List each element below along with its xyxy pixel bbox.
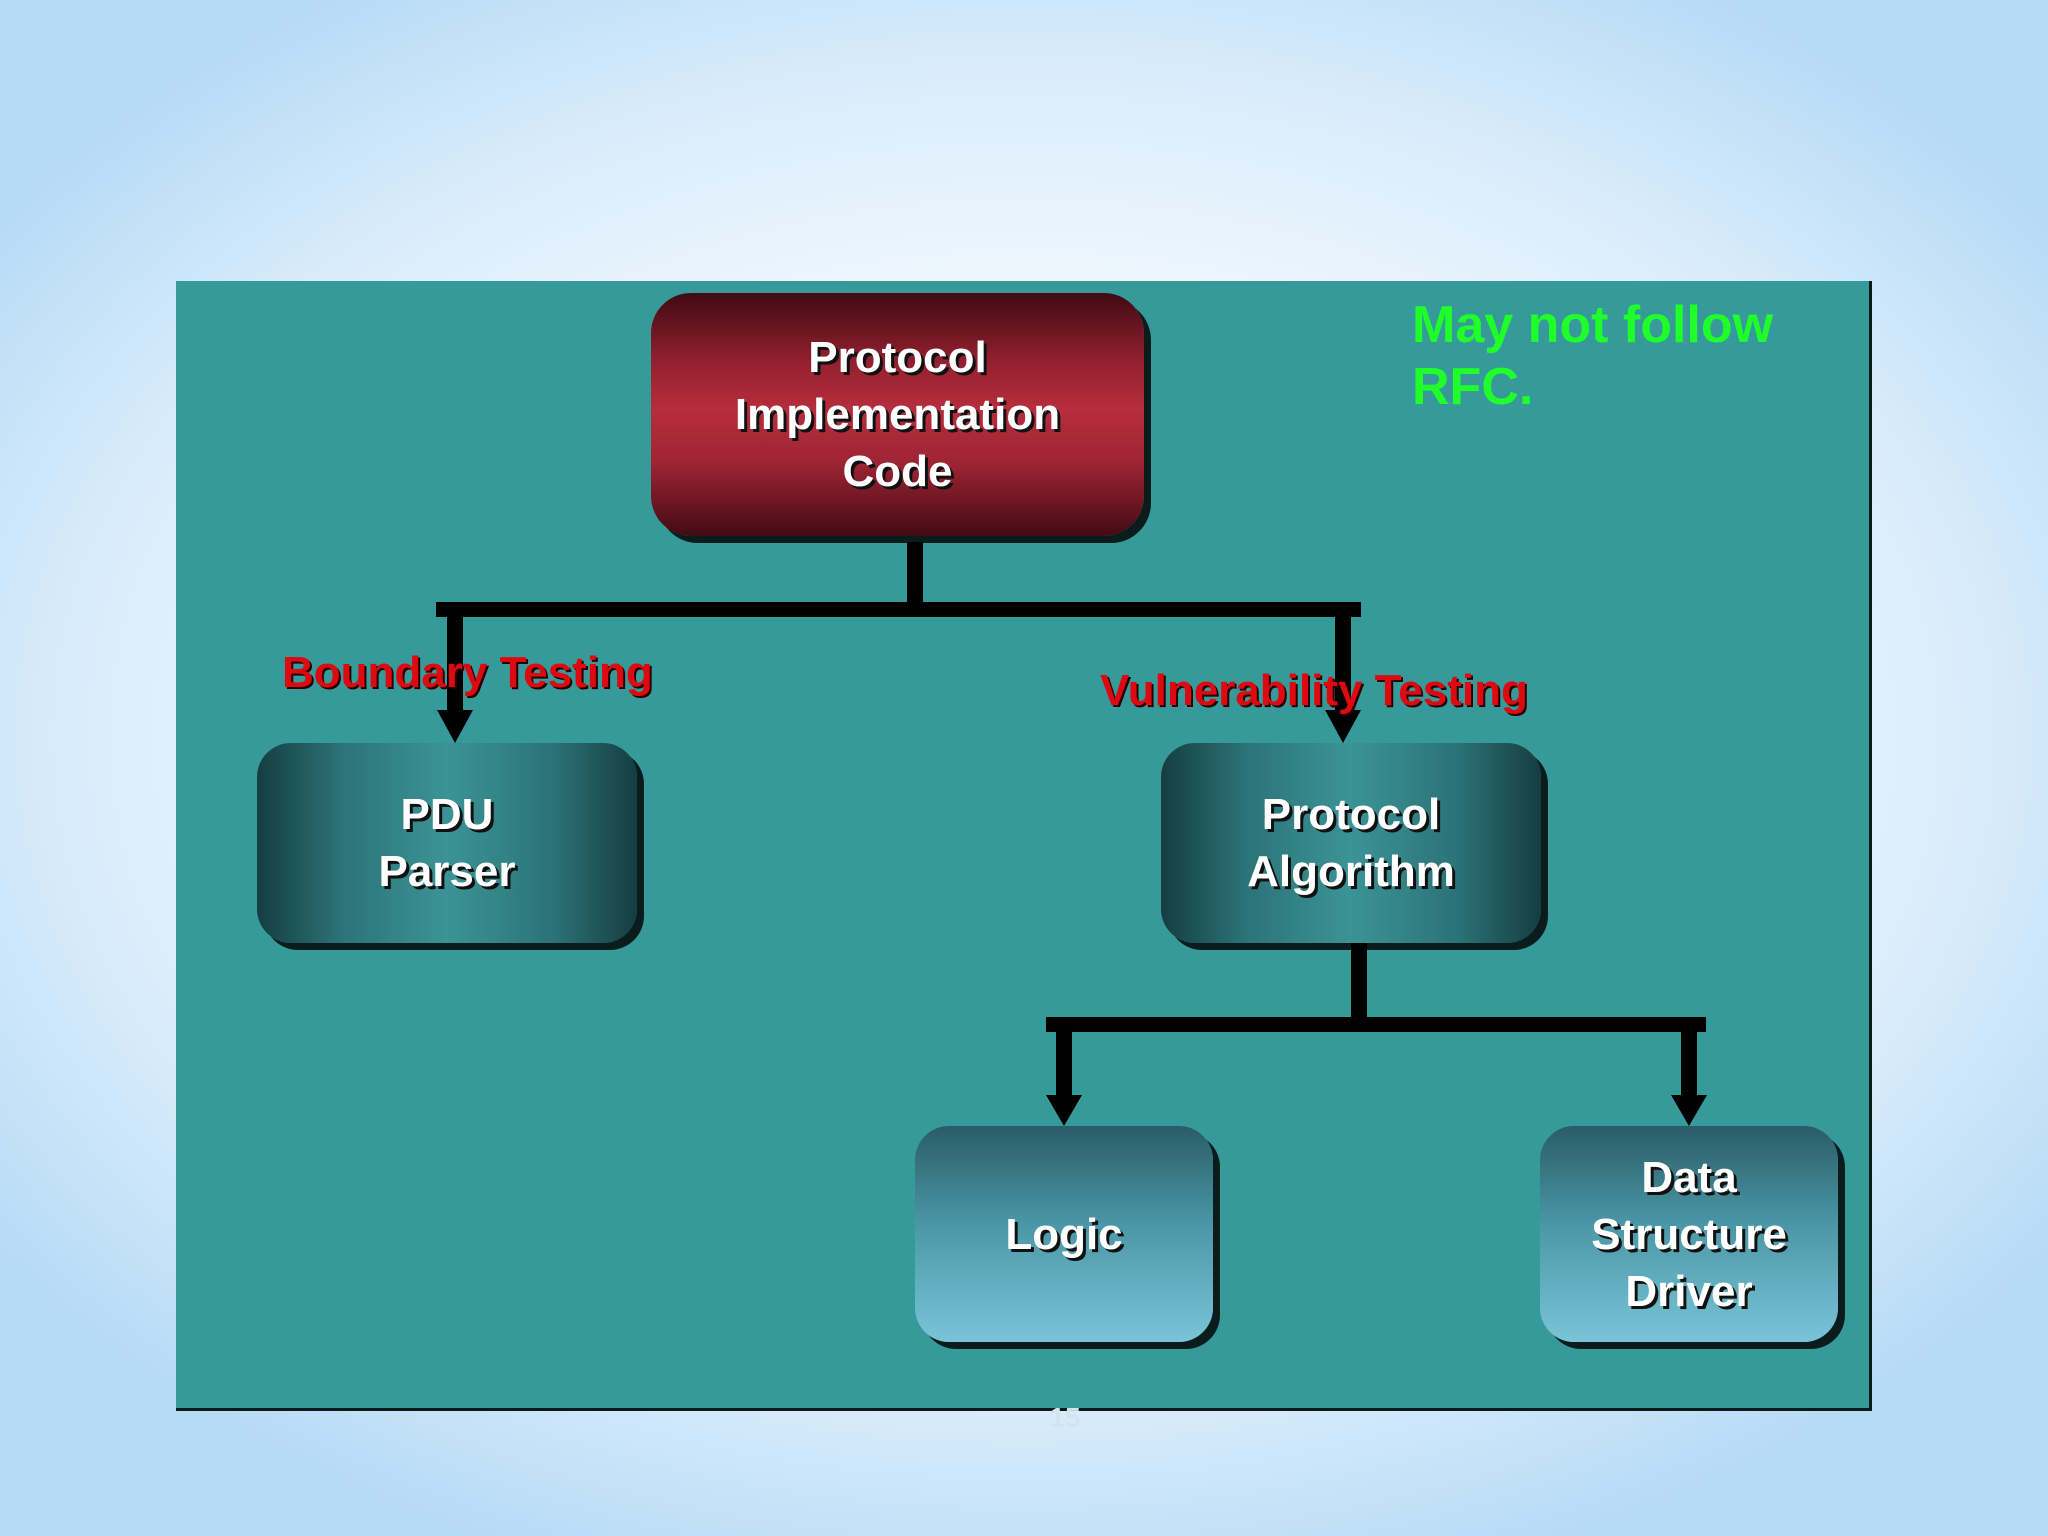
left-arrowhead bbox=[437, 710, 473, 743]
vulnerability-testing-label: Vulnerability Testing bbox=[1100, 666, 1528, 715]
right-arrowhead bbox=[1325, 710, 1361, 743]
right-drop-line bbox=[1335, 602, 1351, 714]
logic-drop-line bbox=[1056, 1017, 1072, 1099]
page-number: 15 bbox=[1049, 1402, 1081, 1433]
logic-box: Logic bbox=[915, 1126, 1213, 1342]
protocol-algorithm-box: Protocol Algorithm bbox=[1161, 743, 1541, 943]
left-drop-line bbox=[447, 602, 463, 714]
pdu-parser-box: PDU Parser bbox=[257, 743, 637, 943]
data-drop-line bbox=[1681, 1017, 1697, 1099]
top-horizontal-line bbox=[436, 602, 1361, 617]
data-structure-driver-box: Data Structure Driver bbox=[1540, 1126, 1838, 1342]
boundary-testing-label: Boundary Testing bbox=[282, 648, 653, 697]
data-arrowhead bbox=[1671, 1095, 1707, 1126]
root-stem-line bbox=[907, 542, 923, 606]
protocol-implementation-code-box: Protocol Implementation Code bbox=[651, 293, 1144, 536]
rfc-note: May not follow RFC. bbox=[1412, 296, 1774, 416]
algorithm-stem-line bbox=[1351, 943, 1367, 1023]
logic-arrowhead bbox=[1046, 1095, 1082, 1126]
bottom-horizontal-line bbox=[1046, 1017, 1706, 1032]
